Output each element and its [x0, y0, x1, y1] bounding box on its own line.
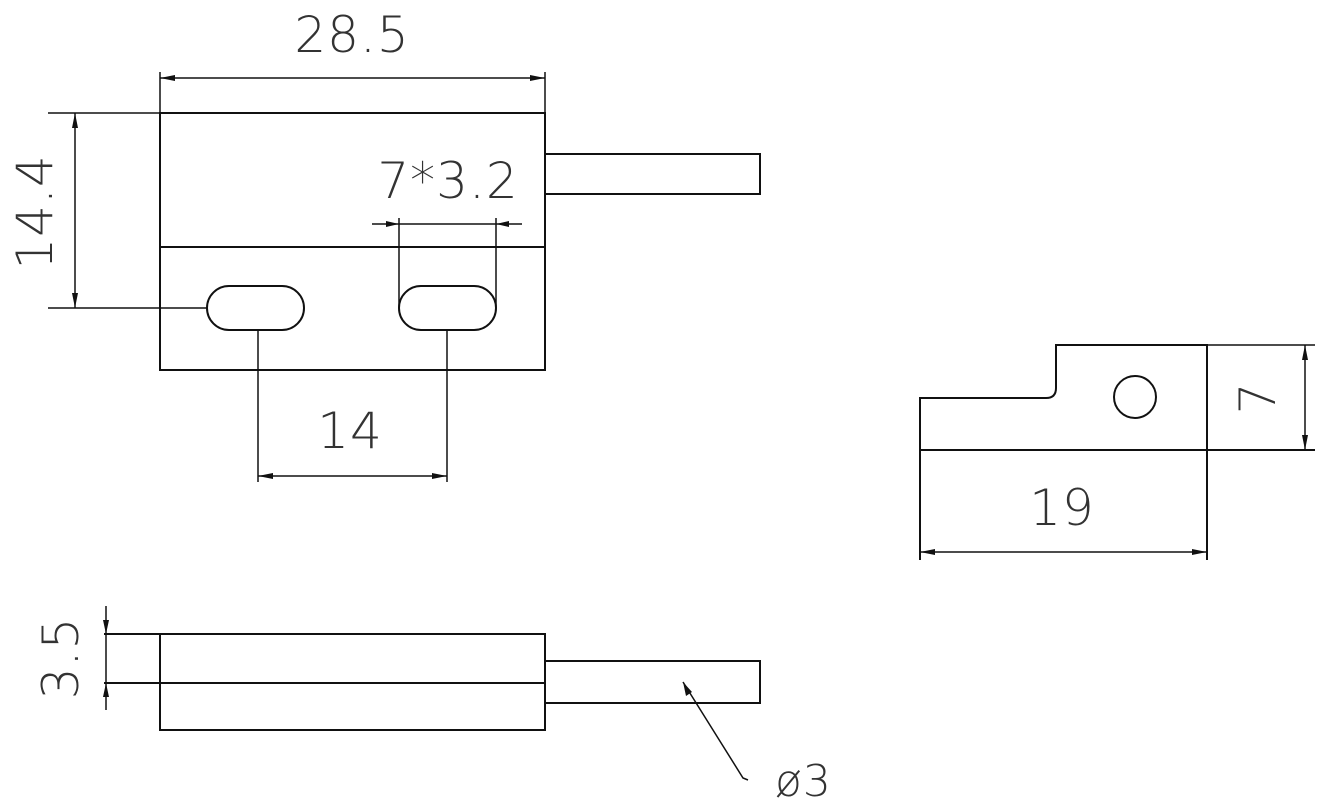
- height-dimension: 14.4: [6, 112, 207, 309]
- slot-dimension: 7*3.2: [372, 152, 522, 308]
- mounting-hole: [1113, 375, 1157, 419]
- thickness-dimension: 3.5: [32, 606, 109, 710]
- front-cable-outline: [544, 660, 761, 704]
- cable-diameter-leader: ø3: [682, 681, 832, 800]
- width-dimension-label: 28.5: [294, 6, 409, 64]
- width-dimension: 28.5: [159, 6, 546, 113]
- mounting-slot-left: [206, 285, 305, 331]
- side-profile-outline: [919, 344, 1208, 560]
- slot-spacing-dimension: 14: [257, 330, 448, 482]
- sensor-body-outline: [159, 112, 546, 371]
- front-view: 3.5 ø3: [32, 606, 832, 800]
- cable-outline: [544, 153, 761, 195]
- side-view: 7 19: [919, 344, 1315, 560]
- top-view: 28.5 14.4 7*3.2 14: [6, 6, 761, 482]
- side-height-dimension: 7: [1207, 344, 1315, 450]
- side-width-dimension: 19: [920, 479, 1207, 555]
- height-dimension-label: 14.4: [6, 154, 64, 269]
- mounting-slot-right: [398, 285, 497, 331]
- side-height-dimension-label: 7: [1229, 382, 1287, 415]
- cable-diameter-label: ø3: [775, 756, 832, 800]
- slot-spacing-dimension-label: 14: [317, 402, 383, 460]
- side-width-dimension-label: 19: [1029, 479, 1095, 537]
- thickness-dimension-label: 3.5: [32, 617, 90, 700]
- slot-dimension-label: 7*3.2: [377, 152, 518, 210]
